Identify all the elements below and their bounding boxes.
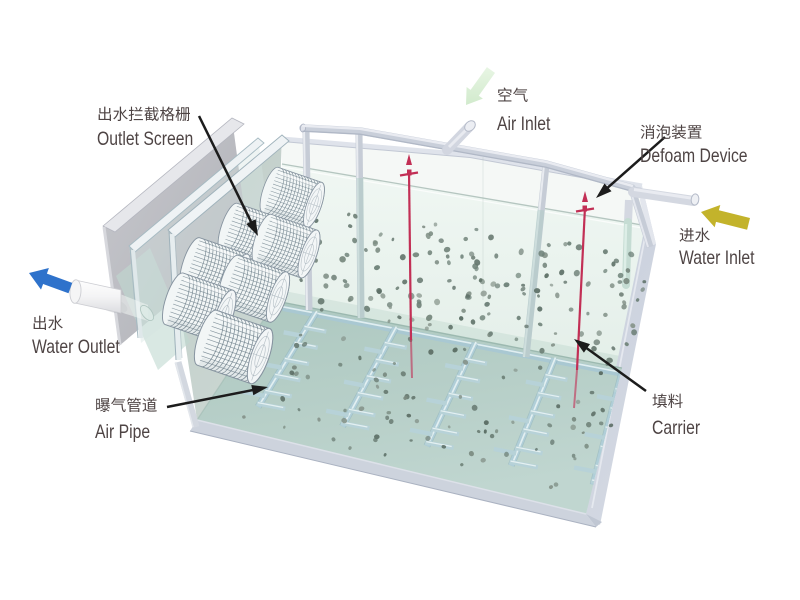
defoam-device-rod-1 xyxy=(399,154,419,379)
label-water-inlet-en: Water Inlet xyxy=(679,248,755,269)
label-defoam-device: 消泡装置 Defoam Device xyxy=(640,124,771,168)
tank-front-wall-band xyxy=(189,419,602,528)
label-air-inlet-zh: 空气 xyxy=(497,87,562,106)
carrier-dots-floor xyxy=(242,333,603,490)
air-inlet-pipe xyxy=(442,120,476,155)
carrier-arrow xyxy=(574,339,647,393)
label-defoam-device-en: Defoam Device xyxy=(640,146,748,167)
label-outlet-screen: 出水拦截格栅 Outlet Screen xyxy=(97,106,214,151)
inlet-drop-pipe xyxy=(622,218,632,289)
water-outlet-flow-arrow xyxy=(29,268,73,294)
defoam-device-arrow xyxy=(596,136,666,198)
label-water-outlet: 出水 Water Outlet xyxy=(32,315,139,359)
label-air-inlet-en: Air Inlet xyxy=(497,114,551,135)
label-water-outlet-zh: 出水 xyxy=(32,315,139,334)
label-air-pipe-zh: 曝气管道 xyxy=(95,397,162,416)
air-inlet-flow-arrow xyxy=(466,67,495,105)
label-water-inlet-zh: 进水 xyxy=(679,227,771,246)
label-air-pipe: 曝气管道 Air Pipe xyxy=(95,397,162,444)
label-outlet-screen-zh: 出水拦截格栅 xyxy=(97,106,214,125)
water-inlet-pipe xyxy=(622,187,700,289)
carrier-dots-water xyxy=(284,212,647,445)
label-water-outlet-en: Water Outlet xyxy=(32,337,120,358)
label-air-pipe-en: Air Pipe xyxy=(95,422,151,443)
air-pipe-arrow xyxy=(166,385,268,409)
label-air-inlet: 空气 Air Inlet xyxy=(497,87,562,136)
label-carrier: 填料 Carrier xyxy=(652,393,711,440)
frame-post-right xyxy=(628,187,654,249)
label-carrier-zh: 填料 xyxy=(652,393,711,412)
tank-back-wall xyxy=(274,136,649,514)
outlet-screen-arrow xyxy=(197,115,258,236)
water-outlet-pipe xyxy=(69,279,155,321)
front-left-corner-edge xyxy=(174,361,200,428)
label-water-inlet: 进水 Water Inlet xyxy=(679,227,771,270)
label-outlet-screen-en: Outlet Screen xyxy=(97,129,194,150)
waterline xyxy=(281,163,649,227)
label-defoam-device-zh: 消泡装置 xyxy=(640,124,771,143)
frame-leg-2 xyxy=(355,130,365,319)
label-carrier-en: Carrier xyxy=(652,418,701,439)
water-inlet-flow-arrow xyxy=(701,205,750,230)
